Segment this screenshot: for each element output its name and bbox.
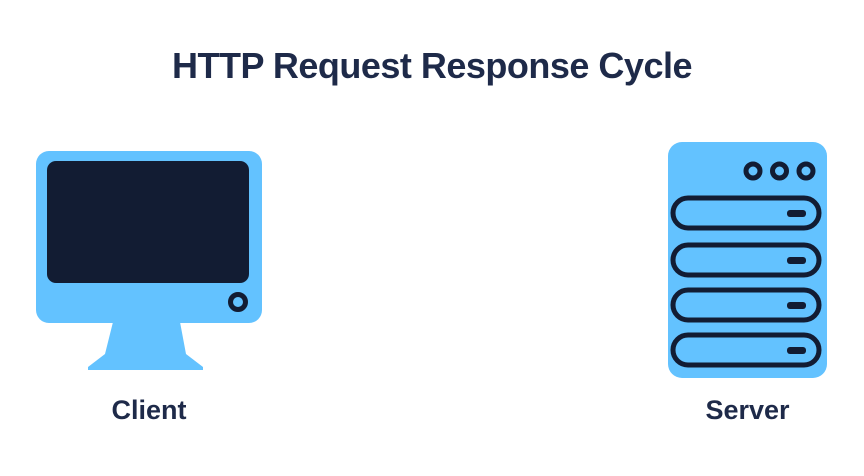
- monitor-icon: [36, 151, 262, 370]
- client-label: Client: [111, 395, 187, 425]
- server-rack-icon: [668, 142, 827, 378]
- server-label: Server: [705, 395, 790, 425]
- page-title: HTTP Request Response Cycle: [172, 45, 693, 86]
